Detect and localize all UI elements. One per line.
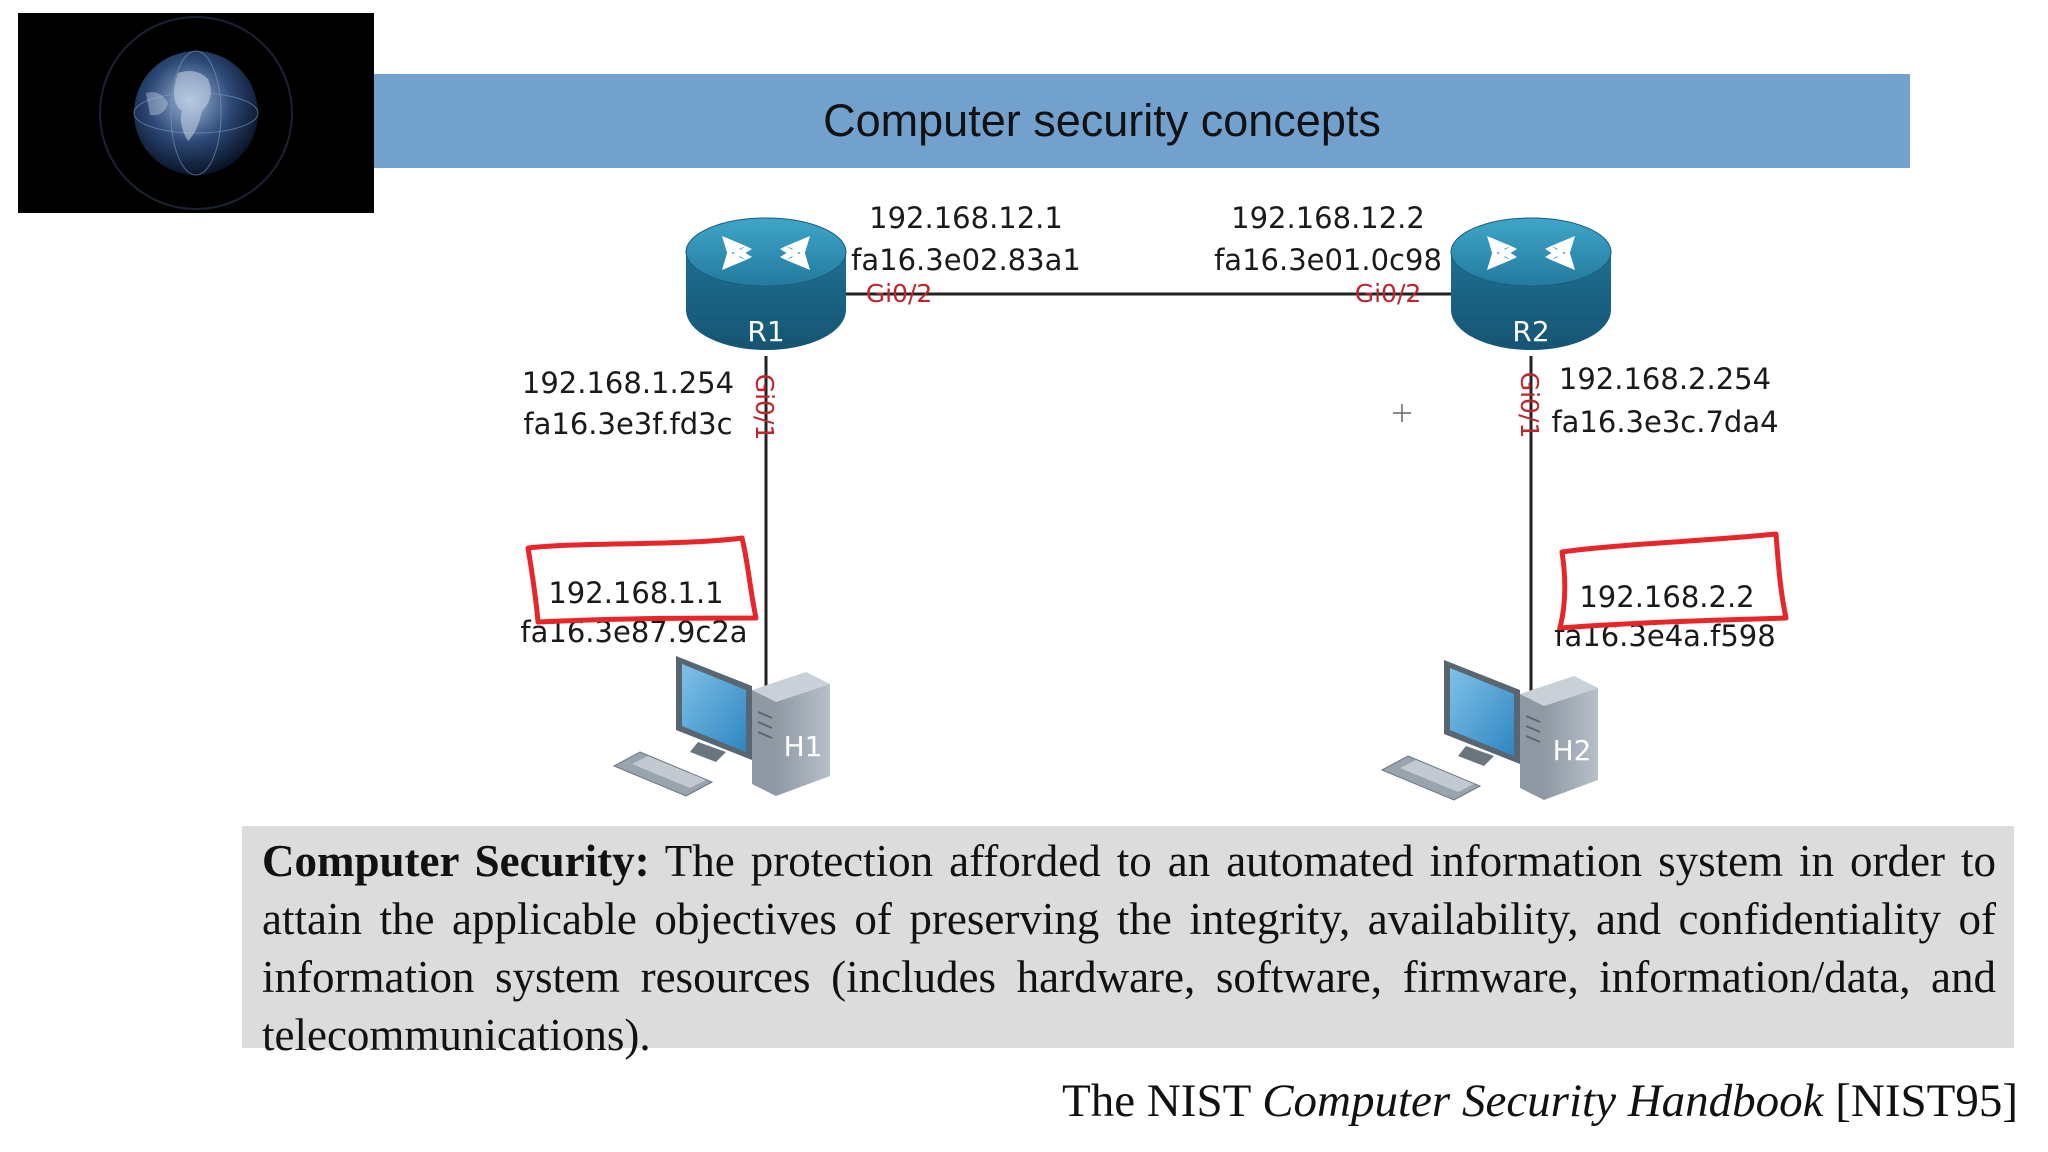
router-r2-label: R2: [1512, 315, 1549, 348]
r1-port-gi0-2: Gi0/2: [866, 279, 933, 308]
host-h1[interactable]: H1: [612, 656, 830, 797]
router-r1[interactable]: R1: [685, 217, 847, 350]
r2-link-ip: 192.168.12.2: [1231, 201, 1425, 235]
h2-annotation-box: [1557, 531, 1789, 631]
slide-title: Computer security concepts: [823, 95, 1381, 146]
host-h1-label: H1: [784, 730, 823, 763]
network-diagram: R1 R2 192.168.12.1 fa16.3e02.83a1 Gi0/2 …: [520, 201, 1789, 801]
r1-port-gi0-1: Gi0/1: [750, 374, 779, 441]
host-h2[interactable]: H2: [1380, 660, 1598, 801]
citation-suffix: [NIST95]: [1823, 1075, 2018, 1127]
citation-title: Computer Security Handbook: [1262, 1075, 1824, 1127]
workstation-icon: [1380, 660, 1598, 801]
router-r2[interactable]: R2: [1450, 217, 1612, 350]
router-arrows-icon: [1487, 236, 1575, 270]
crosshair-cursor-icon: [1393, 404, 1411, 422]
r1-lan-mac: fa16.3e3f.fd3c: [523, 407, 732, 441]
router-arrows-icon: [722, 236, 810, 270]
citation-prefix: The NIST: [1062, 1075, 1263, 1127]
video-thumbnail: [18, 13, 374, 213]
r2-port-gi0-1: Gi0/1: [1515, 372, 1544, 439]
r2-link-mac: fa16.3e01.0c98: [1214, 243, 1442, 277]
host-h2-label: H2: [1553, 734, 1592, 767]
r1-lan-ip: 192.168.1.254: [522, 366, 734, 400]
h2-ip: 192.168.2.2: [1579, 580, 1754, 614]
definition-text: The protection afforded to an automated …: [262, 836, 1996, 1060]
h1-ip: 192.168.1.1: [548, 576, 723, 610]
router-r1-label: R1: [747, 315, 784, 348]
workstation-icon: [612, 656, 830, 797]
citation: The NIST Computer Security Handbook [NIS…: [1062, 1074, 2018, 1128]
h1-annotation-box: [525, 535, 759, 625]
r2-lan-ip: 192.168.2.254: [1559, 362, 1771, 396]
title-band: Computer security concepts: [374, 74, 1910, 168]
r2-lan-mac: fa16.3e3c.7da4: [1551, 405, 1778, 439]
globe-icon: [99, 16, 293, 210]
definition-box: Computer Security: The protection afford…: [242, 826, 2014, 1060]
r2-port-gi0-2: Gi0/2: [1355, 279, 1422, 308]
r1-link-ip: 192.168.12.1: [869, 201, 1063, 235]
definition-term: Computer Security:: [262, 836, 650, 886]
r1-link-mac: fa16.3e02.83a1: [851, 243, 1081, 277]
